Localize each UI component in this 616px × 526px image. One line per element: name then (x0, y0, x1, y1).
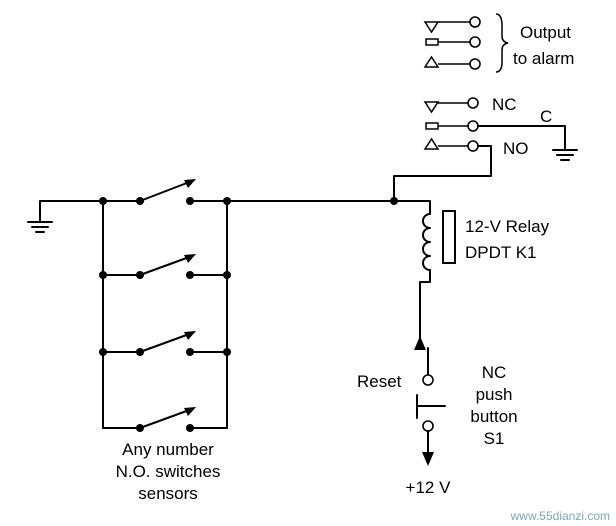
c-label: C (540, 107, 552, 126)
no-indicator-icon (423, 55, 440, 68)
pushbutton-label-line2: push (476, 385, 513, 404)
output-label-line1: Output (520, 23, 571, 42)
nc-label: NC (492, 95, 517, 114)
relay-c-indicator-icon (425, 122, 439, 130)
reset-push-button (416, 374, 446, 432)
pushbutton-label-line3: button (470, 407, 517, 426)
down-arrow-icon (422, 452, 434, 466)
relay-label-line2: DPDT K1 (465, 243, 537, 262)
output-terminal-2 (469, 36, 481, 48)
relay-label-line1: 12-V Relay (465, 217, 550, 236)
switches-label-line2: N.O. switches (116, 462, 221, 481)
relay-c-terminal (467, 120, 479, 132)
relay-nc-terminal (467, 97, 479, 109)
sensor-switch-2 (99, 254, 231, 279)
pushbutton-label-line4: S1 (484, 429, 505, 448)
switch-bank (99, 179, 231, 432)
relay-nc-indicator-icon (423, 101, 440, 114)
pushbutton-label-line1: NC (482, 363, 507, 382)
sensor-switch-3 (99, 331, 231, 356)
relay-contacts (393, 97, 578, 202)
relay-coil (422, 210, 456, 271)
common-ground-wire (477, 125, 566, 151)
button-lower-terminal (422, 420, 434, 432)
c-indicator-icon (425, 38, 439, 46)
coil-feed-wire (393, 200, 431, 215)
relay-no-terminal (467, 140, 479, 152)
coil-winding-icon (422, 213, 431, 271)
switches-label-line1: Any number (122, 440, 214, 459)
switches-label-line3: sensors (138, 484, 198, 503)
button-upper-terminal (422, 374, 434, 386)
supply-label: +12 V (406, 478, 452, 497)
output-label-line2: to alarm (513, 49, 574, 68)
ground-symbol-icon (552, 149, 578, 161)
coil-to-reset-wire (419, 269, 431, 343)
nc-indicator-icon (423, 21, 440, 34)
sensor-switch-4 (102, 407, 228, 432)
watermark: www.55dianzi.com (510, 509, 610, 523)
no-contact-wire (393, 145, 492, 202)
output-terminal-3 (469, 58, 481, 70)
output-terminal-1 (469, 16, 481, 28)
left-ground-symbol-icon (27, 200, 104, 233)
reset-label: Reset (357, 372, 402, 391)
no-label: NO (503, 139, 529, 158)
sensor-switch-1 (99, 179, 231, 205)
up-arrow-icon (414, 336, 426, 350)
output-terminals (423, 13, 509, 73)
output-brace (495, 13, 509, 73)
relay-core-icon (442, 210, 456, 264)
relay-no-indicator-icon (423, 137, 440, 150)
